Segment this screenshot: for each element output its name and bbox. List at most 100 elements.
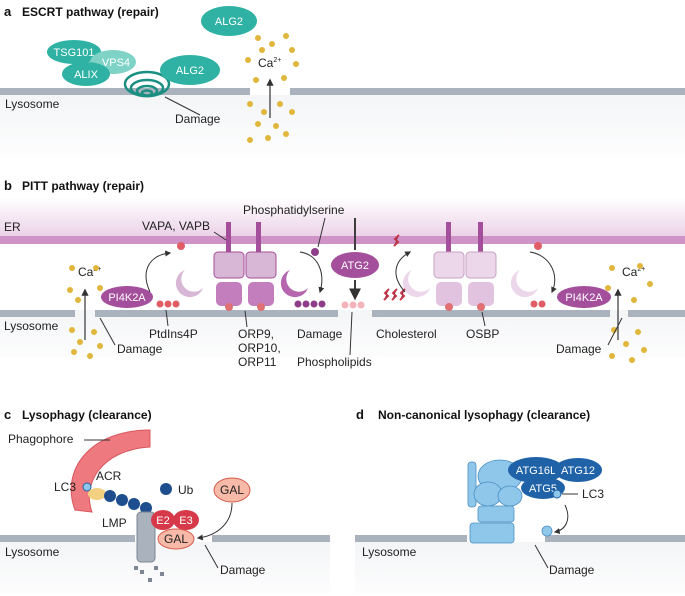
pi4k2a-left-label: PI4K2A	[108, 292, 146, 304]
ptdins4p-label: PtdIns4P	[149, 327, 198, 341]
cholesterol-marks	[383, 234, 406, 301]
calcium-ion	[91, 329, 97, 335]
calcium-ion	[93, 265, 99, 271]
lyso-b-seg3	[372, 310, 610, 317]
atg5-label: ATG5	[529, 483, 557, 495]
calcium-ion	[283, 131, 289, 137]
ps-leader	[317, 217, 326, 248]
calcium-ion	[245, 57, 251, 63]
calcium-ion	[647, 281, 653, 287]
damage-label-c: Damage	[220, 563, 266, 577]
ps-er	[311, 248, 319, 256]
calcium-ion	[273, 123, 279, 129]
calcium-ion	[69, 327, 75, 333]
calcium-ion	[269, 41, 275, 47]
damage-leader-a	[164, 96, 201, 116]
er-label: ER	[4, 220, 21, 234]
lc3-transfer-arrow	[553, 504, 569, 534]
calcium-ion	[255, 35, 261, 41]
calcium-ion	[623, 341, 629, 347]
panel-a-letter: a	[4, 4, 12, 19]
calcium-ion	[259, 47, 265, 53]
ca-label-a: Ca2+	[258, 56, 281, 70]
damage-leader-c	[204, 544, 219, 569]
phosphatidylserine-label: Phosphatidylserine	[243, 203, 345, 217]
orp-label-3: ORP11	[238, 355, 277, 369]
atg12-label: ATG12	[561, 465, 595, 477]
osbp-label: OSBP	[466, 327, 499, 341]
calcium-ion	[247, 101, 253, 107]
calcium-ion	[97, 343, 103, 349]
ub-label: Ub	[178, 483, 194, 497]
panel-d-letter: d	[356, 407, 364, 422]
lysosome-label-d: Lysosome	[362, 545, 417, 559]
damage-label-b-center: Damage	[297, 327, 343, 341]
er-membrane	[0, 236, 685, 244]
vps4-label: VPS4	[102, 57, 130, 69]
calcium-ion	[629, 357, 635, 363]
cholesterol-label: Cholesterol	[376, 327, 437, 341]
damage-leader-b-left	[99, 317, 116, 346]
damage-leader-b-right	[607, 317, 623, 346]
alix-label: ALIX	[74, 69, 99, 81]
damage-leader-d	[534, 544, 549, 569]
calcium-ion	[637, 263, 643, 269]
lyso-c-right	[212, 535, 330, 542]
escrt-spiral	[123, 70, 171, 98]
gal-recruit-arrow	[196, 502, 233, 541]
ps-transfer-arrow	[299, 251, 325, 294]
ptdins4p-er-left	[177, 242, 185, 250]
lipid-transfer-domains	[175, 270, 538, 298]
pi4k2a-left-blob	[101, 286, 153, 308]
ptdins4p-er-right	[534, 242, 542, 250]
tsg101-label: TSG101	[54, 47, 95, 59]
panel-c-lumen	[0, 542, 330, 594]
alg2-top-label: ALG2	[215, 16, 243, 28]
lysosome-label-b: Lysosome	[4, 319, 59, 333]
damage-label-d: Damage	[549, 563, 595, 577]
ps-lipids	[294, 300, 326, 308]
lc3-label-d: LC3	[582, 487, 604, 501]
e2-blob	[151, 510, 175, 530]
calcium-ion	[255, 121, 261, 127]
atg2-label: ATG2	[341, 260, 369, 272]
panel-d-title: Non-canonical lysophagy (clearance)	[378, 408, 590, 422]
e3-blob	[173, 510, 199, 530]
damage-label-b-right: Damage	[556, 342, 602, 356]
calcium-ion	[605, 285, 611, 291]
calcium-ion	[635, 329, 641, 335]
calcium-ion	[289, 47, 295, 53]
calcium-ion	[641, 347, 647, 353]
atg16l-blob	[508, 457, 564, 483]
er-lumen	[0, 198, 685, 236]
calcium-ion	[283, 33, 289, 39]
vapa-label: VAPA, VAPB	[142, 219, 210, 233]
alg2-bound-blob	[160, 55, 220, 85]
lyso-c-left	[0, 535, 135, 542]
atg12-blob	[554, 458, 602, 482]
ptdins4p-lipids	[156, 300, 546, 308]
lyso-b-seg2	[95, 310, 338, 317]
alg2-bound-label: ALG2	[176, 65, 204, 77]
calcium-ion	[247, 137, 253, 143]
lmp-label: LMP	[102, 516, 127, 530]
orp-label-2: ORP10,	[238, 341, 281, 355]
calcium-ion	[293, 61, 299, 67]
panel-a: a ESCRT pathway (repair) Lysosome TSG101…	[0, 4, 685, 155]
damage-label-a: Damage	[175, 112, 221, 126]
osbp-tether-right	[433, 222, 497, 311]
alix-blob	[62, 62, 110, 86]
calcium-ion	[77, 339, 83, 345]
panel-d: d Non-canonical lysophagy (clearance) Ly…	[355, 407, 685, 594]
panel-b-title: PITT pathway (repair)	[22, 179, 144, 193]
acr-blob	[88, 488, 106, 500]
e2-label: E2	[156, 515, 169, 527]
phospholipid-heads	[341, 301, 365, 309]
ca-label-b-right: Ca2+	[622, 265, 645, 279]
lyso-d-left	[355, 535, 467, 542]
orp-label-1: ORP9,	[238, 327, 274, 341]
calcium-ion	[75, 297, 81, 303]
panel-b-letter: b	[4, 178, 12, 193]
ubiquitin-chain	[104, 483, 172, 514]
